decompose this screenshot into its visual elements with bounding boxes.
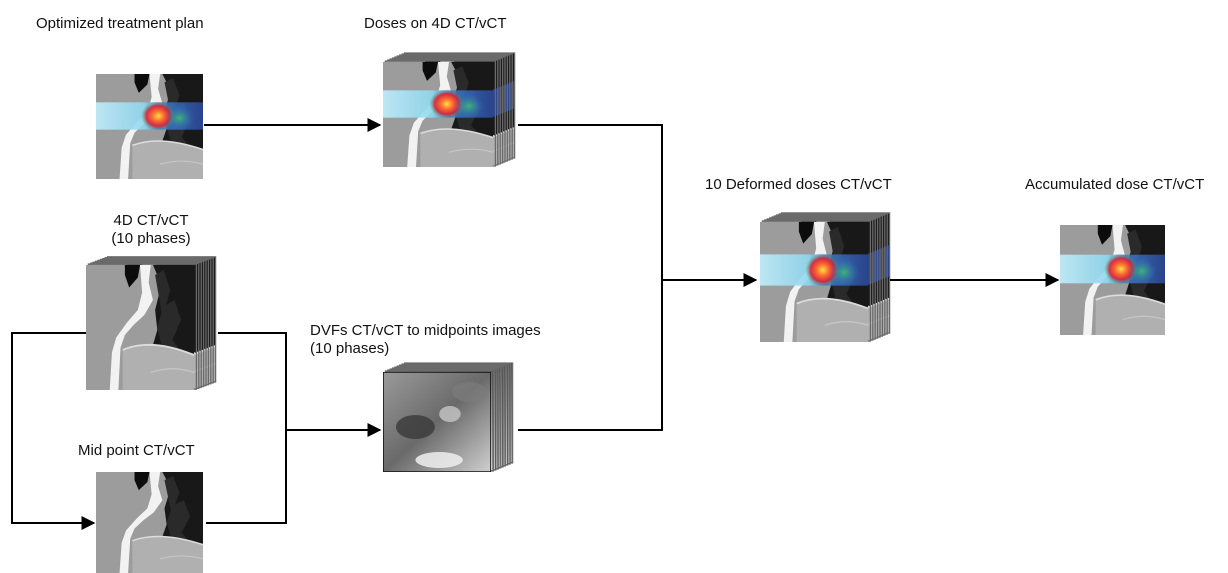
connector-doses-to-merge [518, 124, 663, 431]
midpoint-ct-image [96, 472, 204, 573]
label-deformed-doses: 10 Deformed doses CT/vCT [705, 176, 892, 193]
connector-4dct-loop [11, 332, 96, 530]
label-doses-4d: Doses on 4D CT/vCT [364, 15, 507, 32]
stack-layer [760, 222, 868, 342]
label-accumulated-dose: Accumulated dose CT/vCT [1025, 176, 1205, 193]
deformed-doses-stack [760, 212, 891, 342]
stack-layer [86, 265, 195, 390]
stack-layer [383, 62, 493, 167]
label-dvfs-line1: DVFs CT/vCT to midpoints images [310, 322, 541, 339]
stack-layer [383, 372, 492, 472]
accumulated-dose-image [1060, 225, 1165, 335]
label-4d-ct-line2: (10 phases) [111, 230, 191, 247]
connector-4dct-to-dvf [206, 332, 287, 524]
label-4d-ct: 4D CT/vCT (10 phases) [96, 212, 206, 248]
label-optimized-plan: Optimized treatment plan [36, 15, 204, 32]
ct-4d-stack [86, 256, 217, 390]
dvfs-stack [383, 362, 514, 472]
label-midpoint-ct: Mid point CT/vCT [78, 442, 195, 459]
optimized-plan-image [96, 74, 203, 179]
doses-4d-stack [383, 52, 516, 167]
label-4d-ct-line1: 4D CT/vCT [113, 212, 189, 229]
label-dvfs-line2: (10 phases) [310, 340, 390, 357]
label-dvfs: DVFs CT/vCT to midpoints images (10 phas… [310, 322, 541, 358]
